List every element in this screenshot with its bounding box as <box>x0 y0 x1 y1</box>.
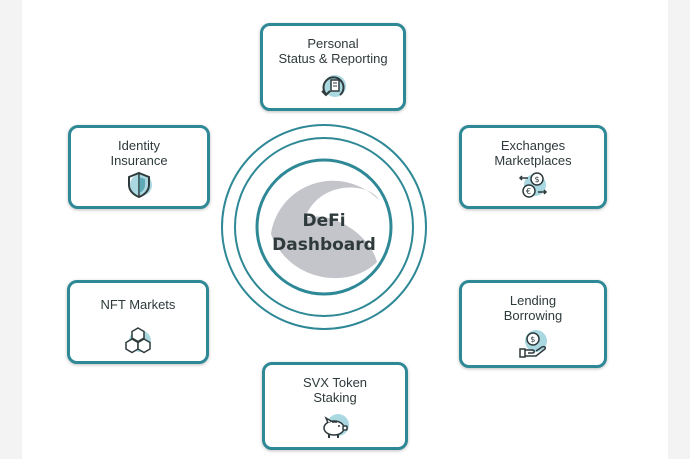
hexagon-cubes-icon <box>123 325 153 355</box>
svg-text:$: $ <box>535 175 540 184</box>
svg-text:€: € <box>526 187 531 196</box>
box-label: Personal Status & Reporting <box>278 36 388 66</box>
defi-dashboard-hub: DeFi Dashboard <box>219 122 429 332</box>
shield-icon <box>124 170 154 200</box>
box-identity-insurance: Identity Insurance <box>68 125 210 209</box>
hub-title-line2: Dashboard <box>272 235 376 255</box>
currency-exchange-icon: $ € <box>518 170 548 200</box>
box-label: Identity Insurance <box>110 138 168 168</box>
hand-coin-icon: $ <box>518 329 548 359</box>
box-lending-borrowing: Lending Borrowing $ <box>459 280 607 368</box>
middle-ring <box>234 137 414 317</box>
hub-title-line1: DeFi <box>302 211 346 231</box>
refresh-report-icon <box>318 72 348 102</box>
box-svx-token-staking: SVX Token Staking <box>262 362 408 450</box>
box-nft-markets: NFT Markets <box>67 280 209 364</box>
svg-text:$: $ <box>530 335 535 344</box>
box-label: Exchanges Marketplaces <box>494 138 572 168</box>
piggy-bank-icon <box>320 411 350 441</box>
box-label: Lending Borrowing <box>503 293 563 323</box>
hub-rings <box>221 124 427 330</box>
hub-swirl <box>271 180 379 279</box>
outer-ring <box>221 124 427 330</box>
box-personal-status-reporting: Personal Status & Reporting <box>260 23 406 111</box>
box-exchanges-marketplaces: Exchanges Marketplaces $ € <box>459 125 607 209</box>
box-label: SVX Token Staking <box>302 375 368 405</box>
box-label: NFT Markets <box>100 297 176 312</box>
